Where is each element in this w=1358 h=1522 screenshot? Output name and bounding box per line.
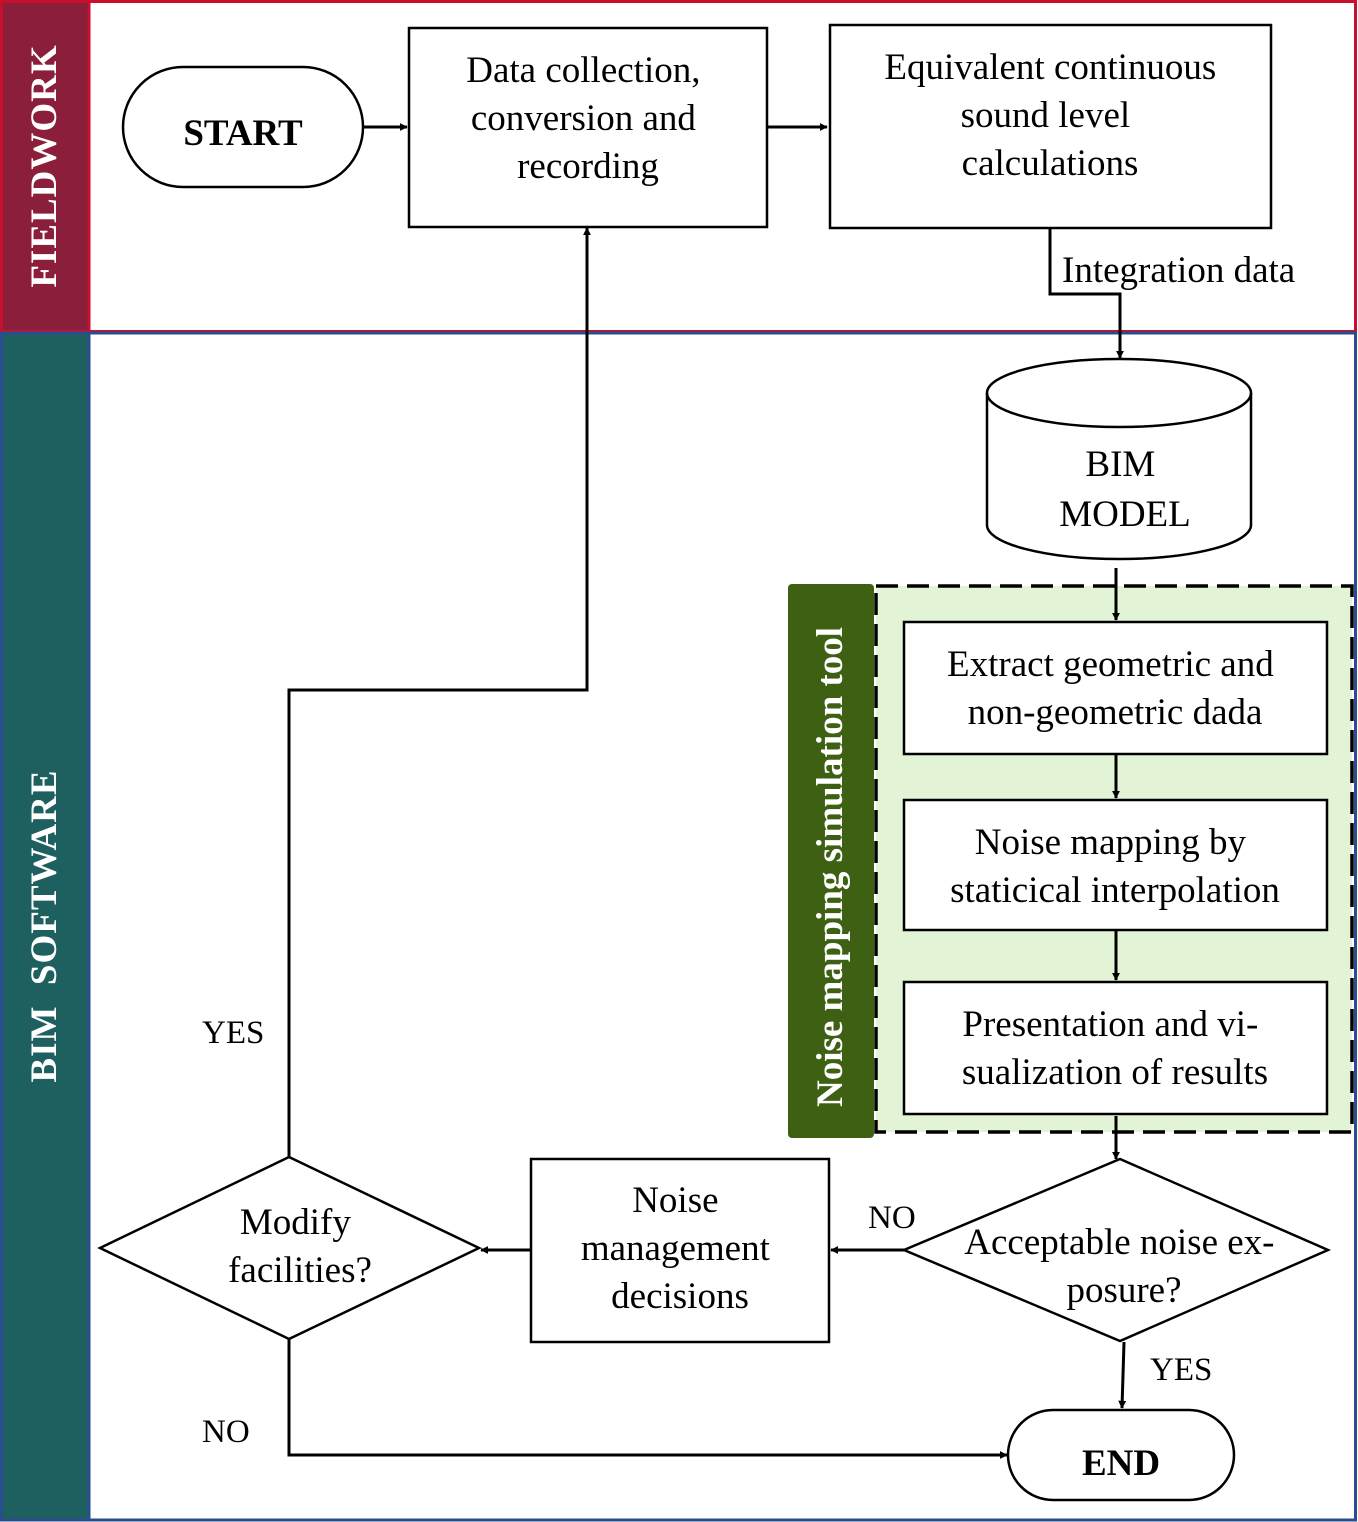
node-equivalent: Equivalent continuous sound level calcul… bbox=[828, 23, 1273, 230]
node-extract: Extract geometric and non-geometric dada bbox=[902, 620, 1329, 756]
noise-mapping-box bbox=[902, 798, 1329, 932]
tool-group-band bbox=[788, 584, 874, 1138]
presentation-label: Presentation and vi- sualization of resu… bbox=[962, 1004, 1268, 1093]
node-data-collection: Data collection, conversion and recordin… bbox=[407, 26, 769, 229]
start-terminal bbox=[121, 65, 365, 189]
lane-fieldwork-label: FIELDWORK bbox=[24, 44, 65, 287]
node-modify: Modify facilities? bbox=[97, 1155, 482, 1341]
node-noise-mapping: Noise mapping by staticical interpolatio… bbox=[902, 798, 1329, 932]
end-terminal bbox=[1006, 1408, 1236, 1502]
start-label: START bbox=[183, 113, 303, 154]
lane-fieldwork-band bbox=[1, 1, 89, 331]
lane-bim-software: BIM SOFTWARE bbox=[0, 331, 1357, 1522]
lane-bim-label: BIM SOFTWARE bbox=[24, 769, 65, 1082]
equivalent-box bbox=[828, 23, 1273, 230]
noise-management-box bbox=[529, 1157, 831, 1344]
node-bim-model: BIM MODEL bbox=[985, 357, 1253, 561]
edge-equivalent-to-bim bbox=[1048, 229, 1124, 359]
edge-label-modify-yes: YES bbox=[202, 1015, 264, 1051]
data-collection-box bbox=[407, 26, 769, 229]
edge-label-acceptable-no: NO bbox=[868, 1200, 916, 1236]
edge-modify-no bbox=[287, 1339, 1008, 1459]
equivalent-label: Equivalent continuous sound level calcul… bbox=[884, 47, 1225, 184]
node-acceptable: Acceptable noise ex- posure? bbox=[900, 1157, 1332, 1343]
bim-model-cylinder bbox=[985, 357, 1253, 561]
extract-box bbox=[902, 620, 1329, 756]
data-collection-label: Data collection, conversion and recordin… bbox=[466, 50, 709, 187]
acceptable-label: Acceptable noise ex- posure? bbox=[964, 1222, 1284, 1311]
noise-mapping-label: Noise mapping by staticical interpolatio… bbox=[950, 822, 1280, 911]
node-presentation: Presentation and vi- sualization of resu… bbox=[902, 980, 1329, 1116]
edge-label-integration-data: Integration data bbox=[1062, 250, 1295, 291]
node-start: START bbox=[121, 65, 365, 189]
connectors bbox=[287, 123, 1127, 1459]
tool-group-label: Noise mapping simulation tool bbox=[810, 627, 851, 1107]
node-noise-management: Noise management decisions bbox=[529, 1157, 831, 1344]
edge-modify-yes bbox=[287, 227, 591, 1157]
lane-fieldwork: FIELDWORK bbox=[0, 0, 1357, 333]
edge-label-modify-no: NO bbox=[202, 1414, 250, 1450]
edge-label-acceptable-yes: YES bbox=[1150, 1352, 1212, 1388]
lane-bim-band bbox=[1, 333, 89, 1520]
end-label: END bbox=[1082, 1443, 1160, 1484]
edge-acceptable-yes bbox=[1118, 1341, 1127, 1409]
acceptable-decision bbox=[900, 1157, 1332, 1343]
modify-decision bbox=[97, 1155, 482, 1341]
extract-label: Extract geometric and non-geometric dada bbox=[947, 644, 1283, 733]
bim-model-label: BIM MODEL bbox=[1059, 444, 1191, 535]
presentation-box bbox=[902, 980, 1329, 1116]
bim-model-cylinder-top bbox=[985, 392, 1253, 429]
noise-management-label: Noise management decisions bbox=[581, 1180, 779, 1317]
node-end: END bbox=[1006, 1408, 1236, 1502]
lane-bim-frame bbox=[0, 331, 1357, 1522]
modify-label: Modify facilities? bbox=[228, 1202, 372, 1291]
